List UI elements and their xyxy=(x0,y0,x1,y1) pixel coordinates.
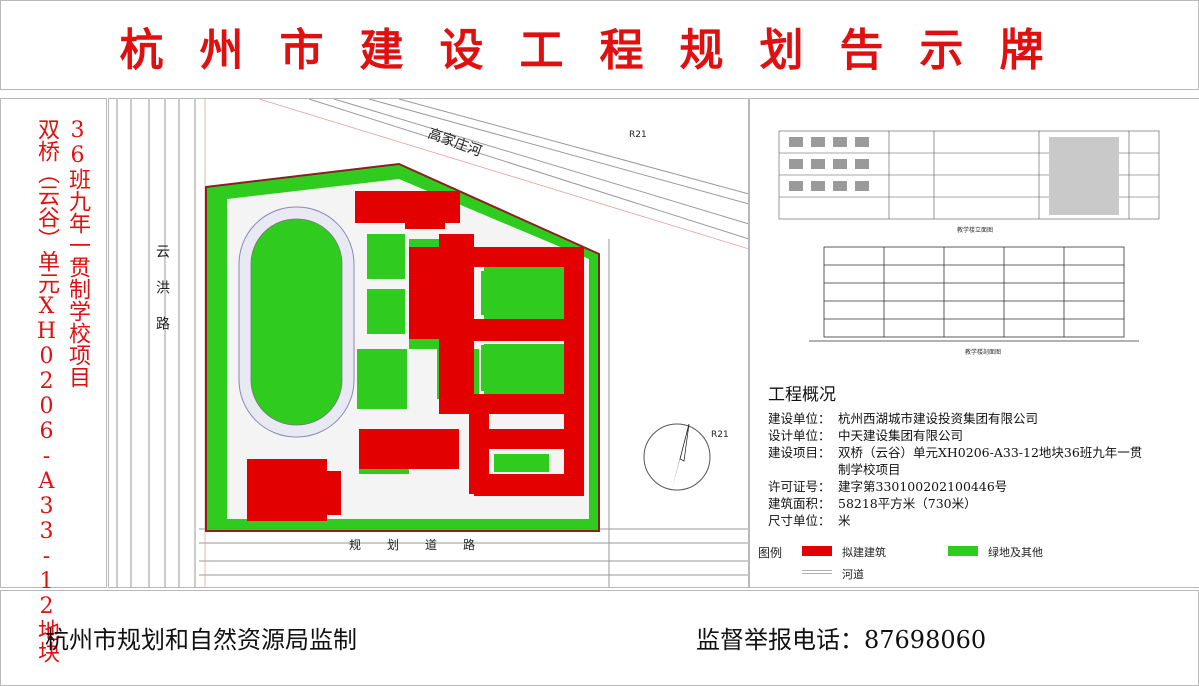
overview-value: 杭州西湖城市建设投资集团有限公司 xyxy=(838,411,1039,426)
legend-label-green: 绿地及其他 xyxy=(988,546,1043,559)
legend-swatch-green xyxy=(948,546,978,556)
project-name-line-2: 双桥（云谷）单元XH0206-A33-12地块 xyxy=(34,118,59,663)
overview-value: 中天建设集团有限公司 xyxy=(838,428,964,443)
overview-label: 建设项目： xyxy=(768,445,831,460)
elevation-windows xyxy=(789,137,1119,215)
site-plan-drawing: 高家庄河 云洪路 规划道路 R21 R21 xyxy=(116,98,750,587)
legend-label-building: 拟建建筑 xyxy=(842,546,886,559)
overview-row-builder: 建设单位： 杭州西湖城市建设投资集团有限公司 xyxy=(768,410,1150,427)
sports-field xyxy=(250,218,343,426)
report-hotline: 监督举报电话：87698060 xyxy=(696,626,987,654)
building-drawings: 教学楼立面图 教学楼剖面图 xyxy=(778,130,1160,356)
overview-value: 双桥（云谷）单元XH0206-A33-12地块36班九年一贯制学校项目 xyxy=(838,445,1143,477)
section-caption: 教学楼剖面图 xyxy=(965,348,1001,356)
legend-title: 图例 xyxy=(758,546,783,560)
overview-row-permit: 许可证号： 建字第330100202100446号 xyxy=(768,478,1150,495)
info-panel: 教学楼立面图 教学楼剖面图 xyxy=(748,98,1199,588)
north-road-label: 高家庄河 xyxy=(426,125,484,160)
overview-label: 设计单位： xyxy=(768,428,831,443)
section-drawing xyxy=(809,246,1139,342)
overview-label: 建设单位： xyxy=(768,411,831,426)
overview-value: 米 xyxy=(838,513,851,528)
road-lines xyxy=(116,98,750,587)
south-road-label: 规划道路 xyxy=(349,537,501,552)
overview-label: 许可证号： xyxy=(768,479,831,494)
overview-value: 58218平方米（730米） xyxy=(838,496,977,511)
overview-label: 尺寸单位： xyxy=(768,513,831,528)
project-name-panel xyxy=(0,98,107,588)
north-arrow xyxy=(643,423,711,492)
overview-list: 建设单位： 杭州西湖城市建设投资集团有限公司 设计单位： 中天建设集团有限公司 建设… xyxy=(768,410,1150,529)
legend-swatch-building xyxy=(802,546,832,556)
river-code-north: R21 xyxy=(629,130,647,140)
overview-row-area: 建筑面积： 58218平方米（730米） xyxy=(768,495,1150,512)
proposed-buildings xyxy=(247,191,584,521)
legend-swatch-river xyxy=(802,570,832,574)
overview-row-designer: 设计单位： 中天建设集团有限公司 xyxy=(768,427,1150,444)
legend-label-river: 河道 xyxy=(842,568,864,581)
overview-row-project: 建设项目： 双桥（云谷）单元XH0206-A33-12地块36班九年一贯制学校项目 xyxy=(768,444,1150,478)
legend: 图例 拟建建筑 绿地及其他 河道 xyxy=(756,540,1196,584)
overview-label: 建筑面积： xyxy=(768,496,831,511)
courtyards xyxy=(481,271,559,472)
board-title: 杭州市建设工程规划告示牌 xyxy=(119,25,1080,76)
river-code-east: R21 xyxy=(711,430,729,440)
overview-value: 建字第330100202100446号 xyxy=(838,479,1008,494)
issuing-authority: 杭州市规划和自然资源局监制 xyxy=(45,626,357,654)
project-name-line-1: 36班九年一贯制学校项目 xyxy=(65,118,90,388)
overview-row-unit: 尺寸单位： 米 xyxy=(768,512,1150,529)
site-plan-panel: 高家庄河 云洪路 规划道路 R21 R21 xyxy=(108,98,750,588)
overview-title: 工程概况 xyxy=(768,385,836,405)
elevation-caption: 教学楼立面图 xyxy=(957,226,993,234)
west-road-label: 云洪路 xyxy=(154,244,170,352)
